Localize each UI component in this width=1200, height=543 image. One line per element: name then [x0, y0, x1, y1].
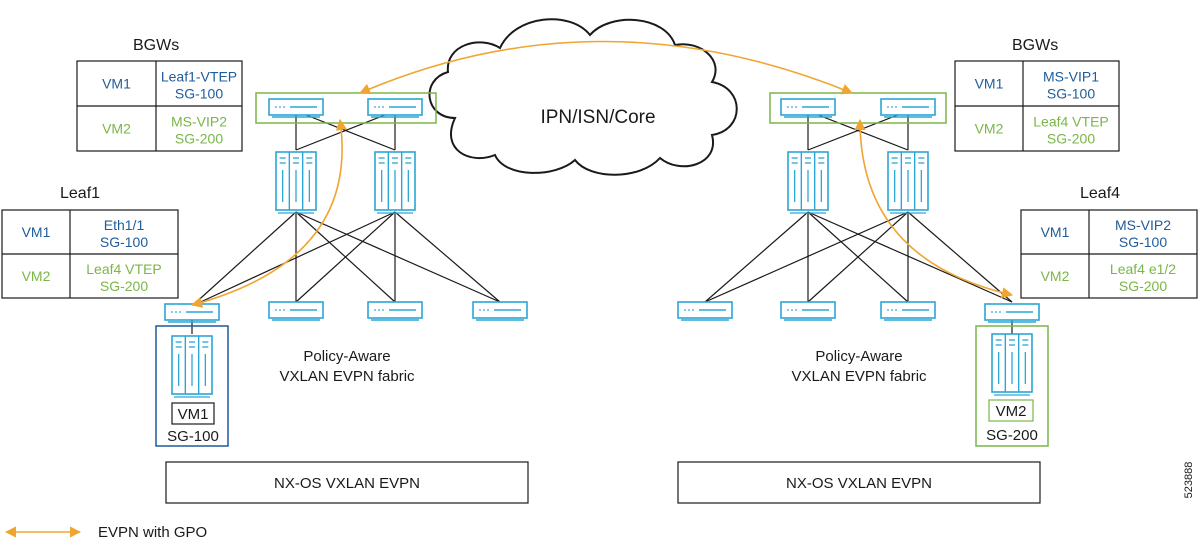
left-leaf-table-row1-line1: Eth1/1 — [104, 217, 145, 233]
right-bgw-table-row1-line1: MS-VIP1 — [1043, 69, 1099, 85]
right-leaf-2-icon — [780, 301, 836, 321]
cloud-label: IPN/ISN/Core — [540, 107, 655, 128]
left-leaf-title: Leaf1 — [60, 185, 100, 202]
left-bgw-table-row2-line1: MS-VIP2 — [171, 114, 227, 130]
left-spine-1-icon — [275, 151, 317, 214]
right-host-vm: VM2 — [996, 403, 1027, 420]
ipn-cloud: IPN/ISN/Core — [428, 18, 738, 176]
left-nxos-label: NX-OS VXLAN EVPN — [274, 475, 420, 492]
inter-site-arrow — [358, 40, 854, 95]
right-bgw-1-icon — [780, 98, 836, 118]
right-nxos-box — [677, 461, 1041, 504]
left-intra-arrow — [190, 118, 347, 308]
left-bgw-table-row2-line2: SG-200 — [175, 131, 223, 147]
right-fabric-label-1: Policy-Aware — [815, 348, 902, 365]
left-nxos-box — [165, 461, 529, 504]
left-host-sg: SG-100 — [167, 428, 219, 445]
left-bgw-1-icon — [268, 98, 324, 118]
left-host-box — [155, 325, 229, 447]
right-nxos-label: NX-OS VXLAN EVPN — [786, 475, 932, 492]
right-bgw-table-row2-line1: Leaf4 VTEP — [1033, 114, 1109, 130]
left-leaf-4-icon — [472, 301, 528, 321]
left-host-vm-box — [171, 402, 215, 425]
left-bgw-table-row1-vm: VM1 — [102, 76, 131, 92]
right-leaf-title: Leaf4 — [1080, 185, 1120, 202]
right-bgw-2-icon — [880, 98, 936, 118]
left-leaf-table-row1-vm: VM1 — [22, 224, 51, 240]
left-bgw-table-row1-line2: SG-100 — [175, 86, 223, 102]
right-leaf-table-row2-line1: Leaf4 e1/2 — [1110, 261, 1176, 277]
right-leaf-table-row2-vm: VM2 — [1041, 268, 1070, 284]
left-bgw-2-icon — [367, 98, 423, 118]
left-leaf-table-row2-line1: Leaf4 VTEP — [86, 261, 162, 277]
left-server-icon — [171, 335, 213, 398]
left-leaf-table-row2-vm: VM2 — [22, 268, 51, 284]
right-spine-1-icon — [787, 151, 829, 214]
left-fabric-label-1: Policy-Aware — [303, 348, 390, 365]
left-bgw-table-row2-vm: VM2 — [102, 121, 131, 137]
right-spine-2-icon — [887, 151, 929, 214]
evpn-gpo-arrows — [190, 40, 1014, 308]
right-host-vm-box — [988, 399, 1034, 422]
right-host-sg: SG-200 — [986, 427, 1038, 444]
figure-id: 523888 — [1183, 462, 1195, 499]
right-server-icon — [991, 333, 1033, 396]
left-fabric-label-2: VXLAN EVPN fabric — [279, 368, 415, 385]
right-leaf-1-icon — [677, 301, 733, 321]
right-leaf-table-row1-line2: SG-100 — [1119, 234, 1167, 250]
legend-label: EVPN with GPO — [98, 524, 207, 541]
left-bgw-table-row1-line1: Leaf1-VTEP — [161, 69, 237, 85]
right-bgw-table-row1-line2: SG-100 — [1047, 86, 1095, 102]
right-leaf-3-icon — [880, 301, 936, 321]
left-leaf-table-row1-line2: SG-100 — [100, 234, 148, 250]
left-bgw-title: BGWs — [133, 37, 179, 54]
left-leaf-2-icon — [268, 301, 324, 321]
right-bgw-table-row1-vm: VM1 — [975, 76, 1004, 92]
left-leaf-3-icon — [367, 301, 423, 321]
right-leaf-table-row1-vm: VM1 — [1041, 224, 1070, 240]
left-leaf-table-row2-line2: SG-200 — [100, 278, 148, 294]
right-host-box — [975, 325, 1049, 447]
left-leaf-1-icon — [164, 303, 220, 323]
right-leaf-table-row1-line1: MS-VIP2 — [1115, 217, 1171, 233]
right-bgw-table-row2-vm: VM2 — [975, 121, 1004, 137]
left-spine-2-icon — [374, 151, 416, 214]
right-leaf-table-row2-line2: SG-200 — [1119, 278, 1167, 294]
right-leaf-4-icon — [984, 303, 1040, 323]
right-intra-arrow — [854, 118, 1014, 299]
right-bgw-table-row2-line2: SG-200 — [1047, 131, 1095, 147]
left-host-vm: VM1 — [178, 406, 209, 423]
right-fabric-label-2: VXLAN EVPN fabric — [791, 368, 927, 385]
right-bgw-title: BGWs — [1012, 37, 1058, 54]
